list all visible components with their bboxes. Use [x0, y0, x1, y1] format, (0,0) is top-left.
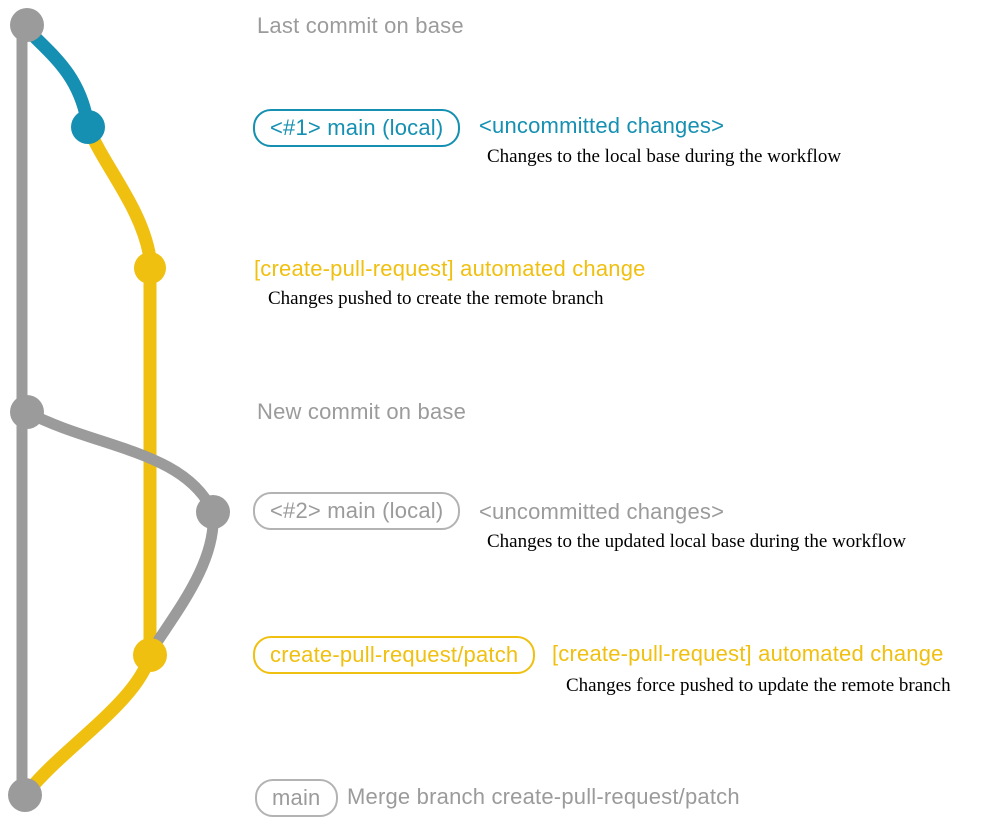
label-last-commit-on-base: Last commit on base: [257, 13, 464, 38]
branch-line-force-push: [146, 506, 219, 656]
branch-line-create-pull-request: [20, 120, 157, 800]
label-automated-change-2: [create-pull-request] automated change: [552, 641, 944, 666]
label-new-commit-on-base: New commit on base: [257, 399, 467, 424]
commit-dot-main-local-2: [196, 495, 230, 529]
badge-main: main: [255, 779, 338, 818]
label-merge-branch: Merge branch create-pull-request/patch: [347, 784, 740, 809]
label-uncommitted-changes-2: <uncommitted changes>: [479, 499, 725, 524]
caption-force-pushed-update-remote: Changes force pushed to update the remot…: [566, 675, 951, 696]
git-graph: [8, 8, 230, 812]
commit-dot-merge: [8, 778, 42, 812]
caption-updated-local-base-changes: Changes to the updated local base during…: [487, 531, 906, 552]
caption-local-base-changes: Changes to the local base during the wor…: [487, 146, 842, 167]
commit-dot-last-base: [10, 8, 44, 42]
caption-pushed-create-remote: Changes pushed to create the remote bran…: [268, 288, 604, 309]
label-uncommitted-changes-1: <uncommitted changes>: [479, 113, 725, 138]
badge-main-local-2: <#2> main (local): [253, 492, 461, 531]
commit-dot-automated-change-1: [134, 252, 166, 284]
badge-main-local-1: <#1> main (local): [253, 109, 461, 148]
commit-dot-new-base: [10, 395, 44, 429]
commit-dot-main-local-1: [71, 110, 105, 144]
label-automated-change-1: [create-pull-request] automated change: [254, 256, 646, 281]
commit-dot-automated-change-2: [133, 638, 167, 672]
branch-line-local-main-1: [21, 23, 94, 127]
branch-line-local-main-2: [21, 406, 219, 518]
badge-create-pull-request-patch: create-pull-request/patch: [253, 636, 536, 675]
